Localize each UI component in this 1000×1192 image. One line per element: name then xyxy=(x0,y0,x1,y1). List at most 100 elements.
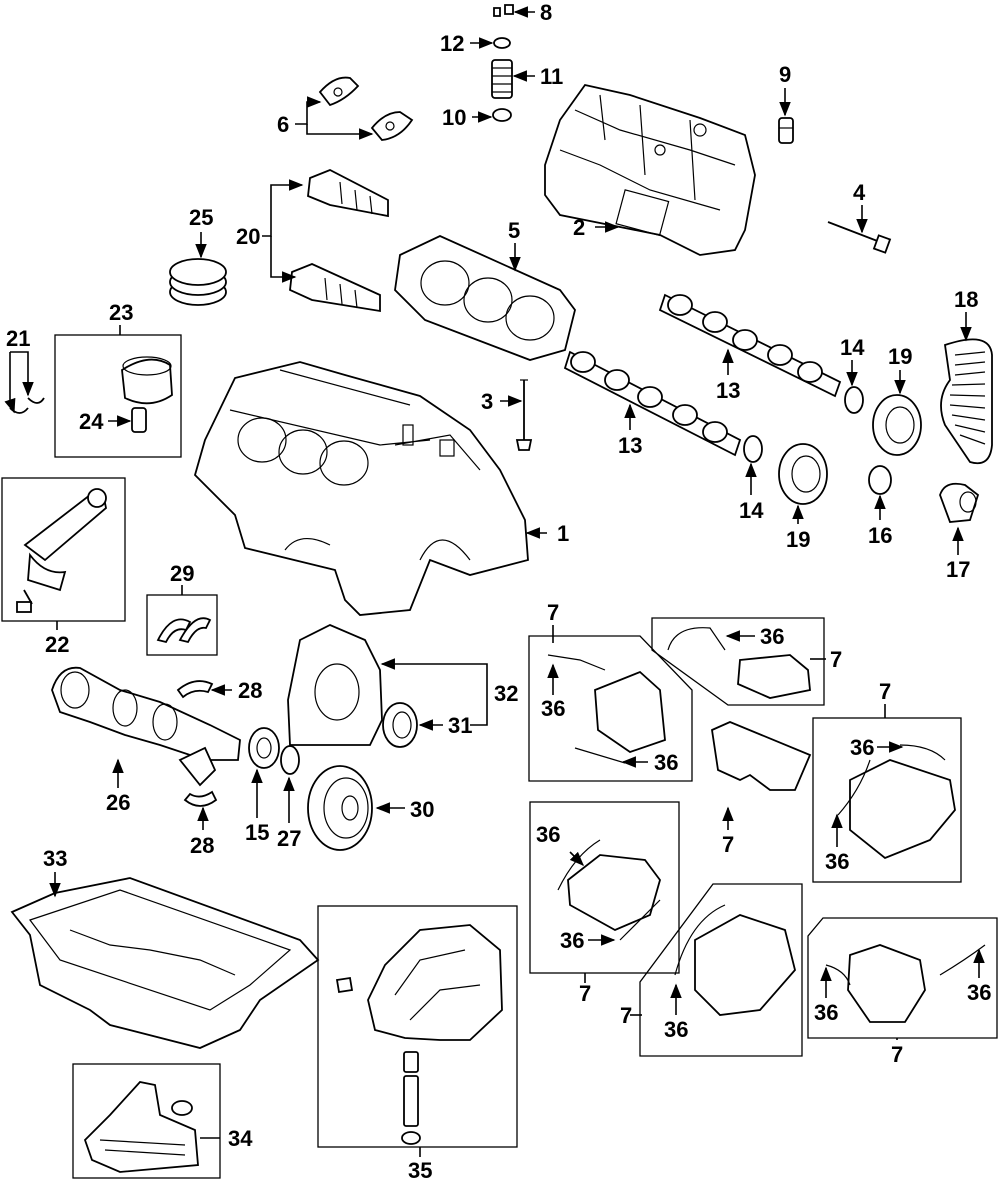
head-bolt xyxy=(827,221,892,254)
callout-19-a: 19 xyxy=(888,344,912,369)
camshaft-lower xyxy=(563,350,742,457)
callout-30: 30 xyxy=(410,797,434,822)
timing-cover-box-5 xyxy=(639,883,803,1057)
oil-pump-box xyxy=(317,905,518,1148)
callout-8: 8 xyxy=(540,0,552,25)
cam-sprocket-lower xyxy=(778,443,828,505)
oil-pump xyxy=(335,924,503,1145)
crankshaft-pulley xyxy=(307,765,373,851)
callout-35: 35 xyxy=(408,1158,432,1183)
idler-pulley xyxy=(868,465,892,495)
engine-block xyxy=(193,361,529,616)
callout-20: 20 xyxy=(236,224,260,249)
piston-rings xyxy=(169,258,227,306)
oil-pan xyxy=(10,877,320,1049)
gasket-36-h xyxy=(674,904,726,976)
head-gasket xyxy=(394,235,576,361)
rocker-arms xyxy=(318,76,414,141)
cam-seal-lower xyxy=(743,435,763,463)
connecting-rod-box xyxy=(1,477,126,622)
callout-29: 29 xyxy=(170,561,194,586)
callout-11: 11 xyxy=(540,64,563,89)
callout-36-i: 36 xyxy=(814,1000,838,1025)
callout-28-b: 28 xyxy=(190,833,214,858)
callout-36-c: 36 xyxy=(654,750,678,775)
callout-7-e: 7 xyxy=(579,981,591,1006)
callout-14-b: 14 xyxy=(739,498,764,523)
leader-lines xyxy=(4,6,985,1157)
piston-pin-clips xyxy=(9,397,45,414)
callout-22: 22 xyxy=(45,632,69,657)
callout-labels: 1 2 3 4 5 6 7 7 7 7 7 7 7 8 9 10 11 12 1… xyxy=(6,0,991,1183)
callout-7-c: 7 xyxy=(879,679,891,704)
callout-13-a: 13 xyxy=(716,378,740,403)
cam-sprocket-upper xyxy=(872,394,922,456)
timing-cover-box-1 xyxy=(528,635,693,782)
callout-6: 6 xyxy=(277,112,289,137)
callout-33: 33 xyxy=(43,846,67,871)
parts xyxy=(9,4,993,1173)
callout-10: 10 xyxy=(442,105,466,130)
gasket-36-g xyxy=(619,899,661,941)
callout-27: 27 xyxy=(277,826,301,851)
callout-36-g: 36 xyxy=(560,928,584,953)
callout-19-b: 19 xyxy=(786,527,810,552)
gasket-36-j xyxy=(939,944,986,976)
callout-4: 4 xyxy=(853,180,866,205)
timing-cover-box-2 xyxy=(651,617,825,706)
timing-cover-part-7 xyxy=(847,944,926,1023)
callout-2: 2 xyxy=(573,215,585,240)
callout-5: 5 xyxy=(508,218,520,243)
callout-36-b: 36 xyxy=(541,696,565,721)
callout-32: 32 xyxy=(494,681,518,706)
callout-1: 1 xyxy=(557,521,569,546)
rear-main-seal-retainer xyxy=(287,624,383,746)
gasket-36-a xyxy=(667,627,726,651)
piston-box xyxy=(54,334,182,458)
callout-36-j: 36 xyxy=(967,980,991,1005)
timing-cover-part-1 xyxy=(594,670,666,753)
callout-36-a: 36 xyxy=(760,624,784,649)
timing-cover-part-4 xyxy=(849,759,956,860)
callout-7-a: 7 xyxy=(547,600,559,625)
callout-3: 3 xyxy=(481,389,493,414)
timing-cover-box-6 xyxy=(807,917,998,1039)
callout-14-a: 14 xyxy=(840,335,865,360)
callout-36-e: 36 xyxy=(825,849,849,874)
timing-cover-part-2 xyxy=(737,654,811,699)
timing-cover-box-3 xyxy=(812,717,962,883)
callout-18: 18 xyxy=(954,287,978,312)
crank-sprocket xyxy=(248,727,280,769)
valve-keepers xyxy=(493,4,514,17)
callout-12: 12 xyxy=(440,31,464,56)
oil-strainer xyxy=(83,1081,199,1173)
callout-23: 23 xyxy=(109,300,133,325)
oil-control-valve-lower xyxy=(289,263,381,313)
callout-17: 17 xyxy=(946,557,970,582)
crank-spacer xyxy=(280,745,300,775)
timing-cover-part-6 xyxy=(694,914,796,1016)
timing-cover-box-4 xyxy=(529,801,680,974)
callout-16: 16 xyxy=(868,523,892,548)
timing-cover-part-5 xyxy=(567,854,661,932)
connecting-rod xyxy=(16,488,107,613)
callout-34: 34 xyxy=(228,1126,253,1151)
callout-24: 24 xyxy=(79,409,104,434)
callout-7-d: 7 xyxy=(722,832,734,857)
rear-main-seal xyxy=(382,702,418,748)
valve-spring xyxy=(491,59,513,99)
gasket-36-c xyxy=(574,747,626,764)
oil-control-valve-upper xyxy=(307,169,389,218)
valve-spring-retainer xyxy=(493,37,511,49)
cylinder-head xyxy=(544,83,756,256)
gasket-36-e xyxy=(837,759,871,816)
gasket-36-i xyxy=(825,964,851,986)
valve-seal xyxy=(492,108,512,122)
callout-7-g: 7 xyxy=(891,1042,903,1067)
callout-31: 31 xyxy=(448,713,472,738)
gasket-36-d xyxy=(899,744,946,761)
valve xyxy=(515,379,533,451)
callout-36-d: 36 xyxy=(850,735,874,760)
callout-36-f: 36 xyxy=(536,822,560,847)
